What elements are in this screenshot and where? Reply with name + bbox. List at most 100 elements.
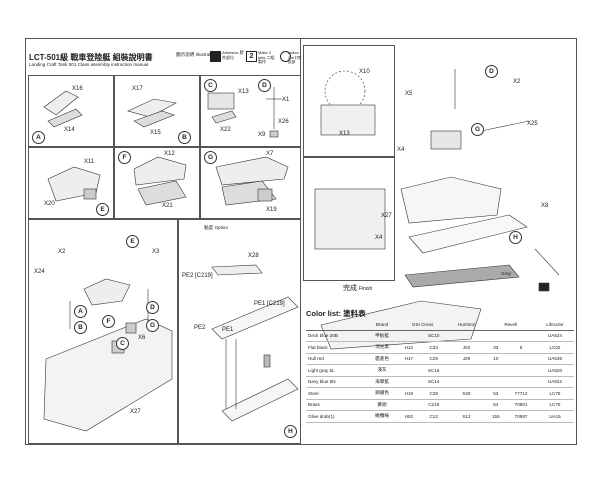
part-label: PE2 [C219] [182,273,213,279]
part-label: X3 [152,249,160,255]
column-header: GSI Creos [397,319,448,331]
manual-title: LCT-501級 戰車登陸艇 組裝說明書 [29,53,153,62]
table-cell: UA624 [535,330,574,342]
repeat-symbol-label: Make 2 sets 二組製作 [258,50,275,64]
table-cell [485,376,507,388]
table-cell: UA636 [535,353,574,365]
color-name-zh: 消光黑 [366,341,398,354]
table-cell [447,330,486,342]
part-label: X6 [138,335,146,341]
step-marker-c: C [204,79,217,92]
repeat-icon: 2 [246,51,257,62]
part-label: X2 [58,249,66,255]
table-cell: 54 [485,399,507,411]
step-marker-g: G [204,151,217,164]
part-label: X13 [238,89,249,95]
hole-symbol-label: Hollow Out 打開此部 [288,51,302,64]
table-cell [397,399,420,411]
column-header: Lifecolor [535,319,574,331]
part-label: X26 [278,119,289,125]
color-name-zh: 甲板藍 [366,330,398,342]
table-cell [506,353,536,365]
step-e-panel [28,147,114,219]
color-name: Hull red [306,353,367,365]
color-name-zh: 黃銅 [366,399,398,411]
part-label: PE1 [C219] [254,301,285,307]
glue-icon [210,51,221,62]
option-note: 黏度 Option [204,225,228,230]
part-label: X13 [339,131,350,137]
color-name: Olive drab(1) [306,410,367,423]
table-cell: UA15 [535,410,574,423]
table-cell: C219 [419,399,448,411]
finish-label-zh: 完成 [343,285,357,292]
finish-label-en: Finish [358,286,373,292]
color-name-zh: 鋼鐵色 [366,387,398,400]
table-cell: SC10 [419,330,448,342]
part-label: X1 [282,97,290,103]
table-cell: J29 [447,353,486,365]
step-marker-h: H [284,425,297,438]
color-name-zh: 艦底色 [366,353,398,365]
hull-sub-step-d: D [146,301,159,314]
hole-icon [280,51,291,62]
table-cell: S28 [447,387,486,400]
table-cell [397,376,420,388]
table-cell: 53 [485,387,507,400]
color-name-zh: 海軍藍 [366,376,398,388]
part-label: X4 [397,147,405,153]
table-cell [506,330,536,342]
part-drawings-left [43,87,299,432]
step-marker-b: B [178,131,191,144]
part-label: X15 [150,130,161,136]
part-label: X9 [258,132,266,138]
hull-sub-step-f: F [102,315,115,328]
table-cell: 33 [485,341,507,354]
color-name: Navy blue 5N [306,376,367,388]
table-cell [447,399,486,411]
column-header: Revell [485,319,536,331]
column-header [306,319,367,331]
step-marker-f: F [118,151,131,164]
color-name: Flat black [306,341,367,354]
hull-sub-step-a: A [74,305,87,318]
color-name: Light gray 5L [306,364,367,377]
table-cell [485,330,507,342]
step-marker-a: A [32,131,45,144]
table-cell: C29 [419,353,448,365]
hull-assembly-panel [28,219,178,444]
hull-sub-step-b: B [74,321,87,334]
table-cell: UA622 [535,376,574,388]
column-header: Brand [366,319,398,331]
color-name: Steel [306,387,367,400]
table-cell: H52 [397,410,420,423]
column-header: Humbrol [447,319,486,331]
step-marker-e: E [96,203,109,216]
part-label: X5 [405,91,413,97]
right-instruction-page: X10 X5 X13 D X2 X25 G X4 X27 X8 H X4 Gra… [300,38,577,445]
table-cell: 70887 [506,410,536,423]
table-cell: H17 [397,353,420,365]
table-cell: J03 [447,341,486,354]
step-marker-g: G [471,123,484,136]
hull-sub-step-c: C [116,337,129,350]
color-name: Deck blue 20B [306,330,367,342]
part-label: X25 [527,121,538,127]
part-label: X2 [513,79,521,85]
part-label: X14 [64,127,75,133]
part-label: X27 [130,409,141,415]
step-marker-d: D [258,79,271,92]
table-cell: SC14 [419,376,448,388]
part-label: X19 [266,207,277,213]
step-marker-d: D [485,65,498,78]
table-cell: LC02 [535,341,574,354]
table-cell: UA620 [535,364,574,377]
part-label: X22 [220,127,231,133]
table-cell: H18 [397,387,420,400]
